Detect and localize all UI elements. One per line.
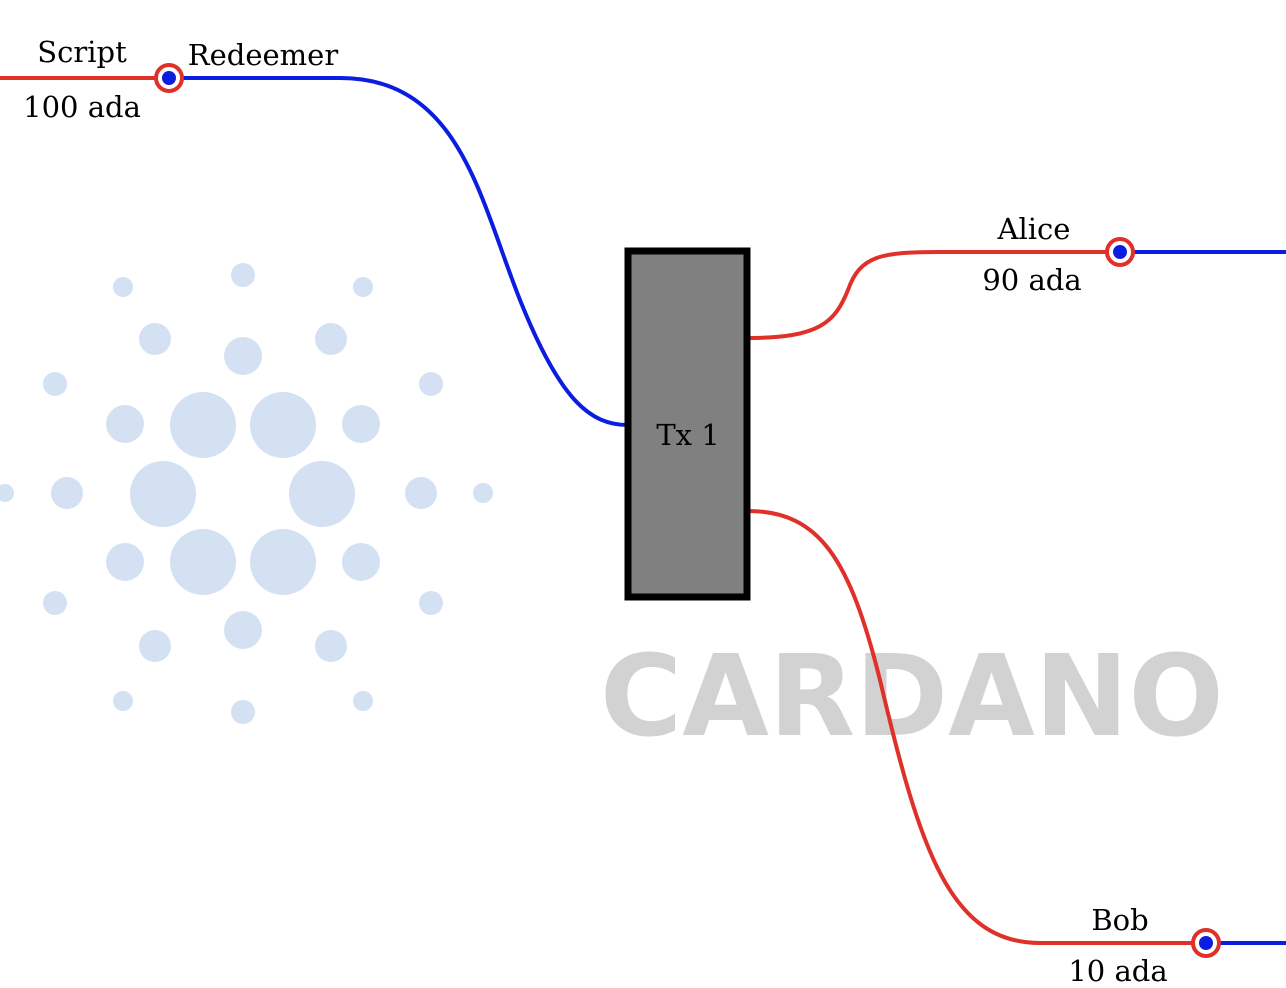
logo-dot	[250, 529, 316, 595]
redeemer-label: Redeemer	[188, 38, 339, 72]
logo-dot	[170, 529, 236, 595]
logo-dot	[231, 700, 255, 724]
transaction-label: Tx 1	[656, 418, 719, 452]
logo-dot	[419, 591, 443, 615]
bob-amount: 10 ada	[1068, 954, 1167, 988]
logo-dot	[353, 277, 373, 297]
bob-output-edge	[747, 509, 1193, 945]
alice-label: Alice	[997, 212, 1071, 246]
logo-dot	[342, 405, 380, 443]
bob-label: Bob	[1091, 903, 1148, 937]
logo-dot	[315, 630, 347, 662]
logo-dot	[113, 691, 133, 711]
script-amount: 100 ada	[23, 90, 141, 124]
logo-dot	[130, 461, 196, 527]
logo-dot	[224, 611, 262, 649]
logo-dot	[353, 691, 373, 711]
logo-dot	[139, 323, 171, 355]
cardano-logo-watermark	[0, 263, 493, 724]
logo-dot	[405, 477, 437, 509]
cardano-watermark-text: CARDANO	[600, 632, 1224, 762]
logo-dot	[231, 263, 255, 287]
script-utxo-node[interactable]	[154, 63, 184, 93]
logo-dot	[43, 591, 67, 615]
logo-dot	[43, 372, 67, 396]
logo-dot	[139, 630, 171, 662]
logo-dot	[113, 277, 133, 297]
logo-dot	[106, 543, 144, 581]
alice-amount: 90 ada	[982, 263, 1081, 297]
bob-utxo-node[interactable]	[1191, 928, 1221, 958]
logo-dot	[51, 477, 83, 509]
redeemer-edge	[182, 76, 629, 427]
logo-dot	[473, 483, 493, 503]
alice-utxo-node[interactable]	[1105, 237, 1135, 267]
alice-output-edge	[747, 250, 1107, 340]
logo-dot	[170, 392, 236, 458]
script-label: Script	[37, 35, 127, 69]
logo-dot	[419, 372, 443, 396]
logo-dot	[342, 543, 380, 581]
logo-dot	[0, 484, 14, 502]
logo-dot	[106, 405, 144, 443]
logo-dot	[315, 323, 347, 355]
logo-dot	[289, 461, 355, 527]
logo-dot	[250, 392, 316, 458]
transaction-box[interactable]	[624, 247, 751, 601]
logo-dot	[224, 337, 262, 375]
